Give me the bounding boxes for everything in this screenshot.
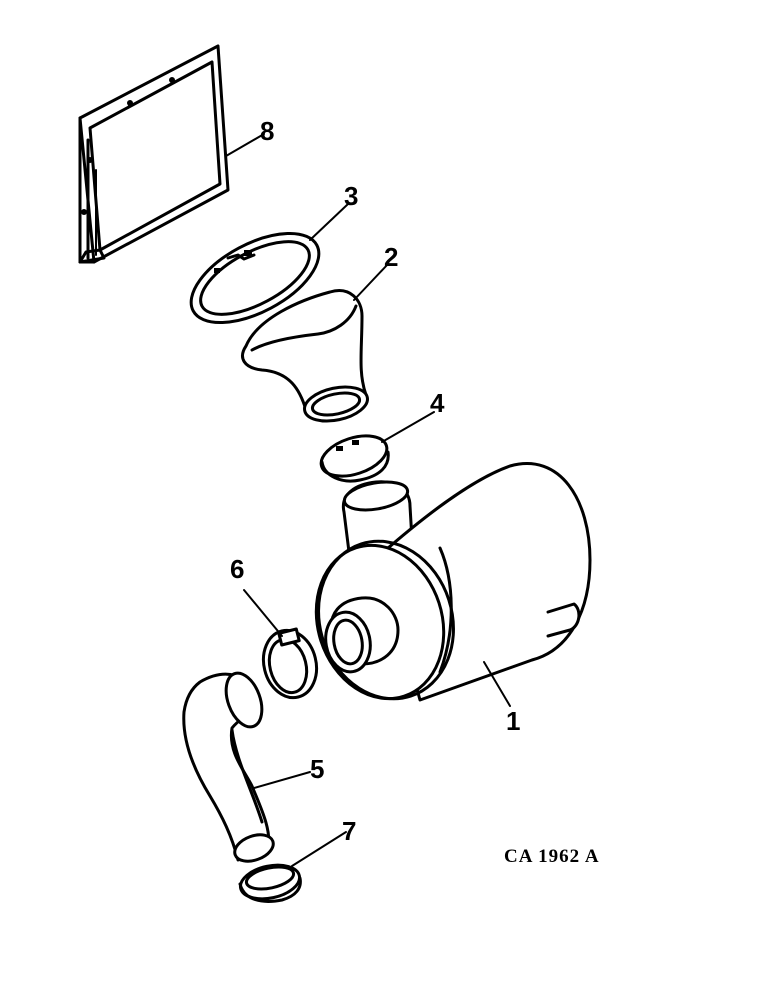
part-8-screen-panel bbox=[78, 44, 230, 264]
leader-line-5 bbox=[253, 771, 311, 789]
callout-labels: 8 3 2 4 6 1 5 7 bbox=[230, 116, 520, 846]
callout-2: 2 bbox=[384, 242, 398, 272]
part-5-intake-hose bbox=[182, 671, 275, 863]
leader-line-6 bbox=[243, 589, 283, 637]
leader-line-2 bbox=[353, 263, 389, 301]
leader-line-8 bbox=[225, 133, 265, 157]
part-4-small-clamp-ring bbox=[319, 434, 390, 483]
callout-5: 5 bbox=[310, 754, 324, 784]
part-7-small-hose-clamp bbox=[238, 863, 302, 903]
part-1-air-cleaner-body bbox=[314, 462, 592, 702]
leader-line-1 bbox=[483, 661, 511, 707]
part-2-inlet-adapter bbox=[241, 289, 369, 423]
callout-7: 7 bbox=[342, 816, 356, 846]
leader-line-3 bbox=[309, 203, 349, 241]
callout-3: 3 bbox=[344, 181, 358, 211]
callout-6: 6 bbox=[230, 554, 244, 584]
callout-1: 1 bbox=[506, 706, 520, 736]
part-3-large-clamp-ring bbox=[189, 231, 321, 325]
leader-line-4 bbox=[381, 411, 435, 443]
figure-code: CA 1962 A bbox=[504, 846, 600, 867]
leader-lines bbox=[225, 133, 511, 867]
callout-8: 8 bbox=[260, 116, 274, 146]
part-6-hose-clamp bbox=[261, 627, 319, 700]
leader-line-7 bbox=[291, 831, 347, 867]
callout-4: 4 bbox=[430, 388, 445, 418]
